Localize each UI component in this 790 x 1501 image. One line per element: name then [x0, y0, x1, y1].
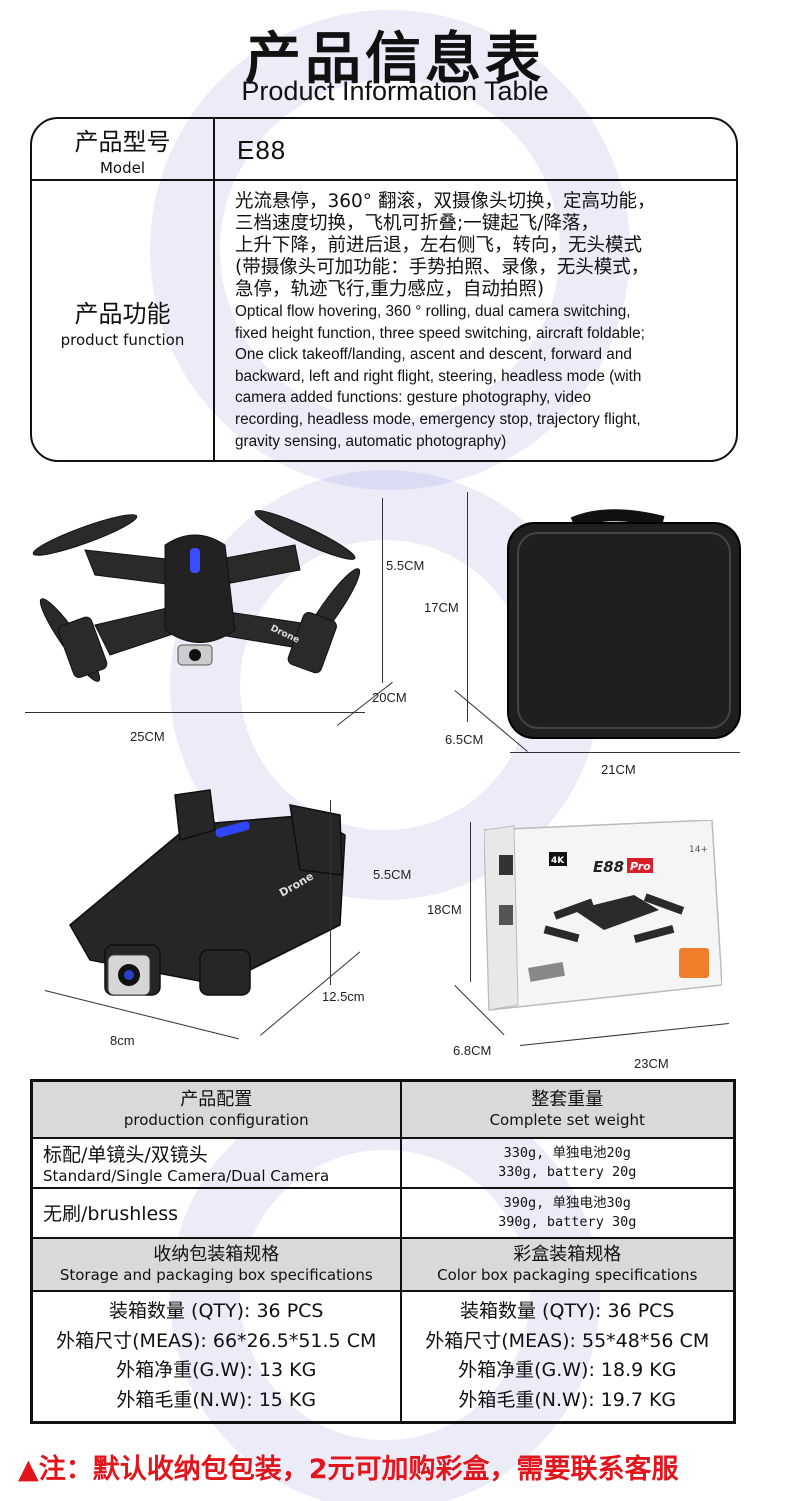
function-en-line: Optical flow hovering, 360 ° rolling, du…	[235, 303, 631, 320]
dim-line	[467, 492, 468, 722]
function-cn-line: (带摄像头可加功能：手势拍照、录像，无头模式，	[235, 257, 650, 278]
bag-height: 17CM	[424, 600, 459, 615]
storage-header: 收纳包装箱规格 Storage and packaging box specif…	[30, 1236, 402, 1292]
dim-line	[25, 712, 365, 713]
storage-specs: 装箱数量 (QTY): 36 PCS 外箱尺寸(MEAS): 66*26.5*5…	[30, 1289, 402, 1424]
function-cn-line: 光流悬停，360° 翻滚，双摄像头切换，定高功能，	[235, 191, 656, 212]
storage-meas: 外箱尺寸(MEAS): 66*26.5*51.5 CM	[56, 1329, 377, 1352]
color-header-en: Color box packaging specifications	[437, 1265, 698, 1284]
drone-unfolded-image: Drone	[32, 510, 361, 682]
function-cn-line: 三档速度切换，飞机可折叠;一键起飞/降落，	[235, 213, 599, 234]
color-qty: 装箱数量 (QTY): 36 PCS	[460, 1300, 675, 1323]
box-pro-badge: Pro	[630, 860, 651, 873]
weight-cell: 390g, 单独电池30g 390g, battery 30g	[399, 1186, 736, 1239]
drone-open-depth: 20CM	[372, 690, 407, 705]
config-header-en: production configuration	[123, 1110, 309, 1129]
drone-folded-image: Drone	[69, 789, 346, 996]
bag-width: 21CM	[601, 762, 636, 777]
function-label-en: product function	[60, 331, 185, 349]
function-label: 产品功能 product function	[32, 181, 215, 460]
color-box-depth: 6.8CM	[453, 1043, 492, 1058]
packaging-header-row: 收纳包装箱规格 Storage and packaging box specif…	[30, 1236, 736, 1292]
model-value: E88	[237, 135, 287, 165]
bag-depth: 6.5CM	[445, 732, 484, 747]
drone-folded-height: 5.5CM	[373, 867, 412, 882]
color-box-header: 彩盒装箱规格 Color box packaging specification…	[399, 1236, 736, 1292]
function-description-en: Optical flow hovering, 360 ° rolling, du…	[235, 301, 730, 452]
color-box-height: 18CM	[427, 902, 462, 917]
color-header-cn: 彩盒装箱规格	[513, 1243, 622, 1265]
config-cn: 无刷/brushless	[43, 1203, 179, 1225]
function-en-line: camera added functions: gesture photogra…	[235, 389, 592, 407]
packaging-row: 装箱数量 (QTY): 36 PCS 外箱尺寸(MEAS): 66*26.5*5…	[30, 1289, 736, 1424]
weight-en: 390g, battery 30g	[498, 1213, 637, 1230]
page-title: 产品信息表	[245, 27, 545, 92]
page-subtitle: Product Information Table	[241, 76, 549, 106]
storage-qty: 装箱数量 (QTY): 36 PCS	[109, 1300, 324, 1323]
model-row: 产品型号 Model E88	[32, 119, 736, 181]
product-info-table: 产品型号 Model E88 产品功能 product function 光流悬…	[30, 117, 738, 462]
config-header: 产品配置 production configuration	[30, 1079, 402, 1139]
color-box-image: 4K E88 Pro 14+	[484, 820, 722, 1011]
storage-header-cn: 收纳包装箱规格	[153, 1243, 280, 1265]
storage-net-weight: 外箱净重(G.W): 13 KG	[116, 1359, 317, 1382]
color-box-width: 23CM	[634, 1056, 669, 1071]
drone-folded-length: 12.5cm	[322, 989, 365, 1004]
dim-line	[470, 822, 471, 982]
function-cn-line: 上升下降，前进后退，左右侧飞，转向，无头模式	[235, 235, 643, 256]
storage-bag-image	[507, 509, 741, 739]
function-en-line: fixed height function, three speed switc…	[235, 324, 645, 342]
color-gross-weight: 外箱毛重(N.W): 19.7 KG	[458, 1388, 677, 1411]
function-en-line: backward, left and right flight, steerin…	[235, 367, 642, 385]
config-en: Standard/Single Camera/Dual Camera	[43, 1167, 330, 1185]
box-age-label: 14+	[689, 845, 708, 855]
footer-note: ▲注：默认收纳包包装，2元可加购彩盒，需要联系客服	[18, 1454, 679, 1485]
function-en-line: recording, headless mode, emergency stop…	[235, 410, 641, 428]
table-row: 标配/单镜头/双镜头 Standard/Single Camera/Dual C…	[30, 1136, 736, 1189]
model-label-en: Model	[99, 158, 146, 177]
config-header-cn: 产品配置	[180, 1088, 253, 1110]
function-description-cn: 光流悬停，360° 翻滚，双摄像头切换，定高功能， 三档速度切换，飞机可折叠;一…	[235, 191, 730, 301]
config-cn: 标配/单镜头/双镜头	[43, 1144, 208, 1166]
drone-open-height: 5.5CM	[386, 558, 425, 573]
function-label-cn: 产品功能	[74, 300, 171, 328]
function-cn-line: 急停，轨迹飞行,重力感应，自动拍照)	[235, 279, 545, 300]
config-cell: 无刷/brushless	[30, 1186, 402, 1239]
color-net-weight: 外箱净重(G.W): 18.9 KG	[458, 1359, 677, 1382]
weight-header-en: Complete set weight	[489, 1110, 645, 1129]
weight-en: 330g, battery 20g	[498, 1163, 637, 1180]
weight-header-cn: 整套重量	[531, 1088, 604, 1110]
storage-gross-weight: 外箱毛重(N.W): 15 KG	[116, 1388, 317, 1411]
spec-header-row: 产品配置 production configuration 整套重量 Compl…	[30, 1079, 736, 1139]
spec-table: 产品配置 production configuration 整套重量 Compl…	[30, 1079, 736, 1424]
weight-header: 整套重量 Complete set weight	[399, 1079, 736, 1139]
model-label-cn: 产品型号	[74, 127, 171, 156]
dim-line	[510, 752, 740, 753]
config-cell: 标配/单镜头/双镜头 Standard/Single Camera/Dual C…	[30, 1136, 402, 1189]
drone-folded-width: 8cm	[110, 1033, 135, 1048]
storage-header-en: Storage and packaging box specifications	[59, 1265, 373, 1284]
table-row: 无刷/brushless 390g, 单独电池30g 390g, battery…	[30, 1186, 736, 1239]
dim-line	[382, 498, 383, 683]
weight-cn: 330g, 单独电池20g	[503, 1144, 631, 1161]
box-model-label: E88	[593, 858, 624, 876]
weight-cn: 390g, 单独电池30g	[503, 1194, 631, 1211]
color-meas: 外箱尺寸(MEAS): 55*48*56 CM	[425, 1329, 710, 1352]
weight-cell: 330g, 单独电池20g 330g, battery 20g	[399, 1136, 736, 1189]
model-label: 产品型号 Model	[32, 119, 215, 179]
function-en-line: gravity sensing, automatic photography)	[235, 432, 507, 450]
function-row: 产品功能 product function 光流悬停，360° 翻滚，双摄像头切…	[32, 181, 736, 460]
drone-open-width: 25CM	[130, 729, 165, 744]
dim-line	[520, 1023, 729, 1046]
color-box-specs: 装箱数量 (QTY): 36 PCS 外箱尺寸(MEAS): 55*48*56 …	[399, 1289, 736, 1424]
function-en-line: One click takeoff/landing, ascent and de…	[235, 346, 632, 364]
box-4k-label: 4K	[551, 856, 565, 866]
dim-line	[330, 800, 331, 985]
